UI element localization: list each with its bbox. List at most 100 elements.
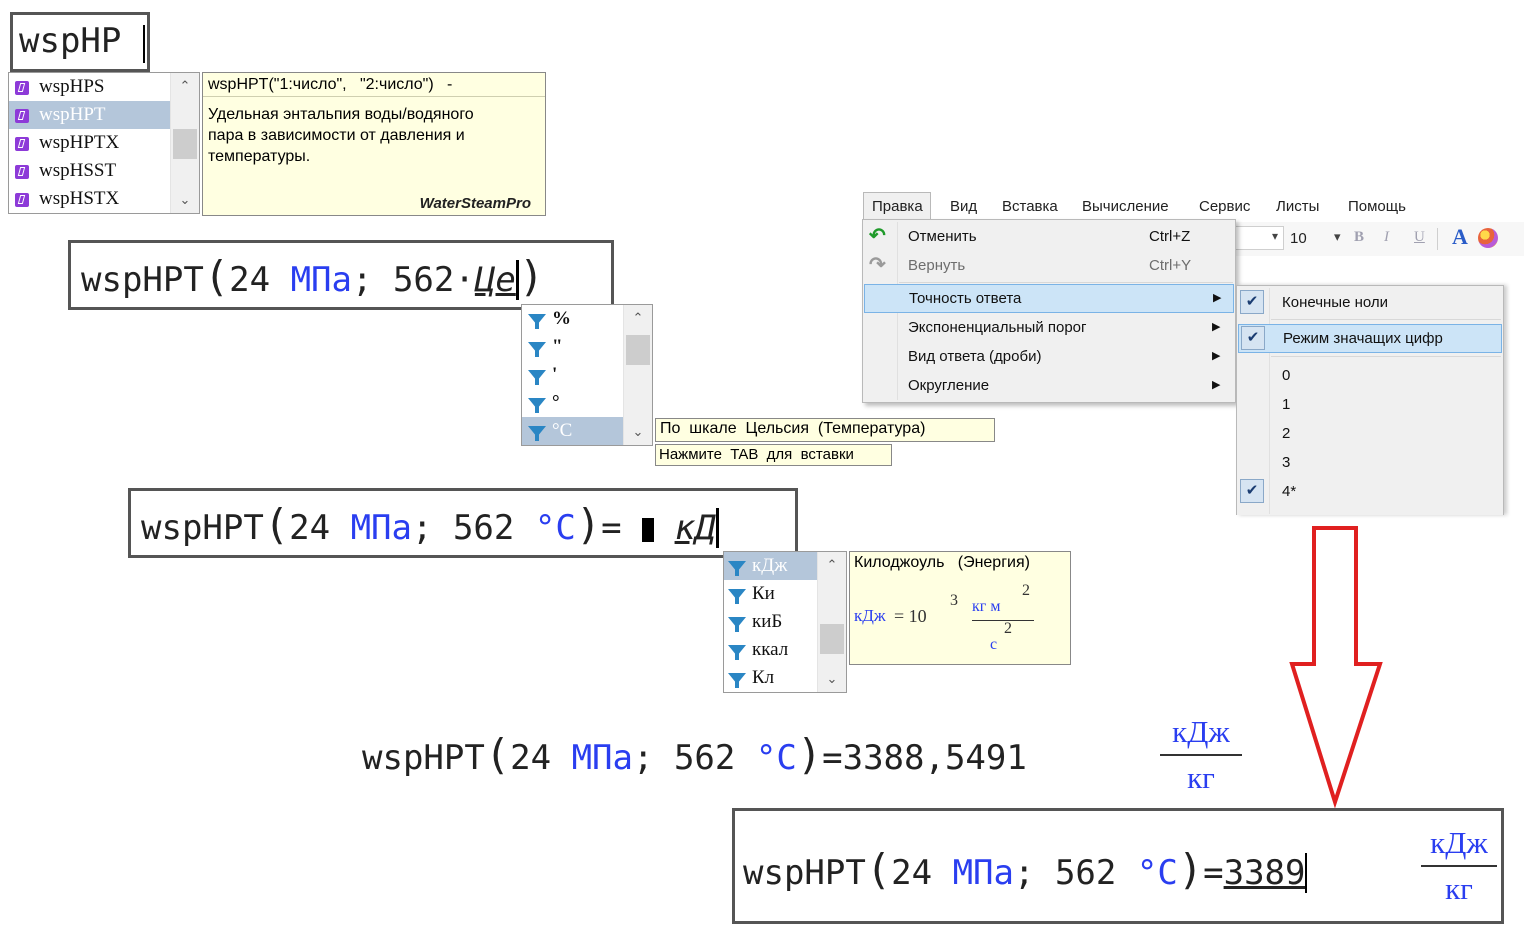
pressure-value: 24	[510, 738, 552, 778]
menu-item-insert[interactable]: Вставка	[1002, 198, 1058, 215]
menu-item-help[interactable]: Помощь	[1348, 198, 1406, 215]
menu-item-significant-digits[interactable]: ✔ Режим значащих цифр	[1238, 324, 1502, 353]
menu-item-rounding[interactable]: Округление ▶	[863, 371, 1235, 400]
function-name: wspHPT	[362, 738, 485, 778]
menu-item-calculation[interactable]: Вычисление	[1082, 198, 1169, 215]
list-item[interactable]: %	[522, 305, 628, 333]
scroll-up-icon[interactable]: ⌃	[826, 557, 838, 572]
check-icon: ✔	[1241, 326, 1265, 350]
format-toolbar: ▾ 10 ▾ B I U A	[1234, 222, 1524, 256]
scroll-up-icon[interactable]: ⌃	[632, 310, 644, 325]
menu-item-edit[interactable]: Правка	[872, 198, 923, 215]
pressure-value: 24	[229, 260, 271, 300]
chevron-right-icon: ▶	[1212, 321, 1221, 333]
redo-icon: ↷	[869, 254, 886, 276]
units-autocomplete-list[interactable]: кДж Ки киБ ккал Кл ⌃ ⌄	[723, 551, 847, 693]
italic-button[interactable]: I	[1384, 229, 1389, 245]
unit-filter-icon	[728, 589, 746, 605]
menu-item-digits-2[interactable]: 2	[1237, 419, 1503, 448]
unit-filter-icon	[728, 617, 746, 633]
unit-filter-icon	[728, 645, 746, 661]
text-cursor	[143, 25, 145, 63]
menu-item-service[interactable]: Сервис	[1199, 198, 1251, 215]
expression-box-result-unit[interactable]: wspHPT(24 МПа; 562 °C)= кД	[128, 488, 798, 558]
unit-filter-icon	[528, 398, 546, 414]
list-item[interactable]: "	[522, 333, 628, 361]
unit-filter-icon	[528, 426, 546, 442]
temperature-unit: °C	[1136, 853, 1178, 893]
expression-box-units[interactable]: wspHPT(24 МПа; 562·Це)	[68, 240, 614, 310]
menu-item-label: Режим значащих цифр	[1283, 330, 1443, 347]
menu-item-sheets[interactable]: Листы	[1276, 198, 1320, 215]
list-item[interactable]: wspHPS	[9, 73, 177, 101]
function-input-box[interactable]: wspHP	[10, 12, 150, 72]
underline-button[interactable]: U	[1414, 229, 1425, 245]
menu-item-digits-0[interactable]: 0	[1237, 361, 1503, 390]
list-scrollbar[interactable]: ⌃ ⌄	[817, 552, 846, 692]
menu-item-digits-4[interactable]: ✔ 4*	[1237, 477, 1503, 506]
unit-numerator: кДж	[1430, 825, 1488, 860]
list-item[interactable]: киБ	[724, 608, 822, 636]
equals-sign: =	[1203, 853, 1224, 893]
pressure-unit: МПа	[952, 853, 1014, 893]
menu-item-trailing-zeros[interactable]: ✔ Конечные ноли	[1237, 288, 1503, 317]
down-arrow-icon	[1289, 526, 1383, 808]
menu-item-digits-1[interactable]: 1	[1237, 390, 1503, 419]
palette-icon[interactable]	[1478, 228, 1498, 248]
scroll-thumb[interactable]	[820, 624, 844, 654]
list-scrollbar[interactable]: ⌃ ⌄	[170, 73, 199, 213]
fraction-bar	[1421, 865, 1497, 867]
scroll-down-icon[interactable]: ⌄	[179, 192, 191, 207]
menu-item-shortcut: Ctrl+Z	[1149, 228, 1191, 245]
list-item[interactable]: wspHPTX	[9, 129, 177, 157]
menu-item-shortcut: Ctrl+Y	[1149, 257, 1192, 274]
chevron-right-icon: ▶	[1212, 379, 1221, 391]
font-size-dropdown[interactable]: ▾	[1234, 226, 1284, 250]
formula-num: кг м	[972, 598, 1001, 615]
scroll-down-icon[interactable]: ⌄	[826, 671, 838, 686]
temperature-value: 562	[392, 260, 455, 300]
scroll-thumb[interactable]	[626, 335, 650, 365]
menu-item-redo[interactable]: ↷ Вернуть Ctrl+Y	[863, 251, 1235, 280]
menu-item-answer-view[interactable]: Вид ответа (дроби) ▶	[863, 342, 1235, 371]
unit-tooltip-hint: Нажмите TAB для вставки	[655, 444, 892, 466]
unit-tooltip-title: Килоджоуль (Энергия)	[854, 554, 1030, 571]
scroll-thumb[interactable]	[173, 129, 197, 159]
chevron-down-icon[interactable]: ▾	[1334, 229, 1341, 244]
formula-den-exp: 2	[1004, 620, 1012, 637]
list-item-selected[interactable]: кДж	[724, 552, 818, 580]
list-scrollbar[interactable]: ⌃ ⌄	[623, 305, 652, 445]
unit-tooltip: По шкале Цельсия (Температура)	[655, 418, 995, 442]
menu-item-exponential-threshold[interactable]: Экспоненциальный порог ▶	[863, 313, 1235, 342]
list-item-selected[interactable]: °C	[522, 417, 624, 445]
menu-bar-item-active[interactable]	[863, 192, 931, 220]
list-item[interactable]: '	[522, 361, 628, 389]
scroll-down-icon[interactable]: ⌄	[632, 424, 644, 439]
function-autocomplete-list[interactable]: wspHPS wspHPT wspHPTX wspHSST wspHSTX ⌃ …	[8, 72, 200, 214]
bold-button[interactable]: B	[1354, 229, 1365, 245]
list-item[interactable]: Кл	[724, 664, 822, 692]
equals-sign: =	[822, 738, 843, 778]
list-item[interactable]: °	[522, 389, 628, 417]
menu-item-digits-3[interactable]: 3	[1237, 448, 1503, 477]
menu-icon-column-separator	[1269, 288, 1270, 514]
list-item[interactable]: Ки	[724, 580, 822, 608]
function-signature: wspHPT("1:число", "2:число") -	[208, 76, 453, 93]
function-icon	[15, 80, 29, 95]
rounded-result-box[interactable]: wspHPT(24 МПа; 562 °C)=3389 кДж кг	[732, 808, 1504, 924]
formula-den: с	[990, 636, 998, 653]
list-item[interactable]: wspHSST	[9, 157, 177, 185]
formula-exp: 3	[950, 592, 958, 609]
list-item-selected[interactable]: wspHPT	[9, 101, 171, 129]
list-item[interactable]: ккал	[724, 636, 822, 664]
menu-item-label: 4*	[1282, 483, 1297, 500]
menu-item-answer-precision[interactable]: Точность ответа ▶	[864, 284, 1234, 313]
font-color-button[interactable]: A	[1452, 224, 1468, 249]
menu-item-view[interactable]: Вид	[950, 198, 978, 215]
scroll-up-icon[interactable]: ⌃	[179, 78, 191, 93]
pressure-value: 24	[289, 508, 331, 548]
units-autocomplete-list[interactable]: % " ' ° °C ⌃ ⌄	[521, 304, 653, 446]
menu-item-undo[interactable]: ↶ Отменить Ctrl+Z	[863, 222, 1235, 251]
separator: ;	[411, 508, 433, 548]
list-item[interactable]: wspHSTX	[9, 185, 177, 213]
